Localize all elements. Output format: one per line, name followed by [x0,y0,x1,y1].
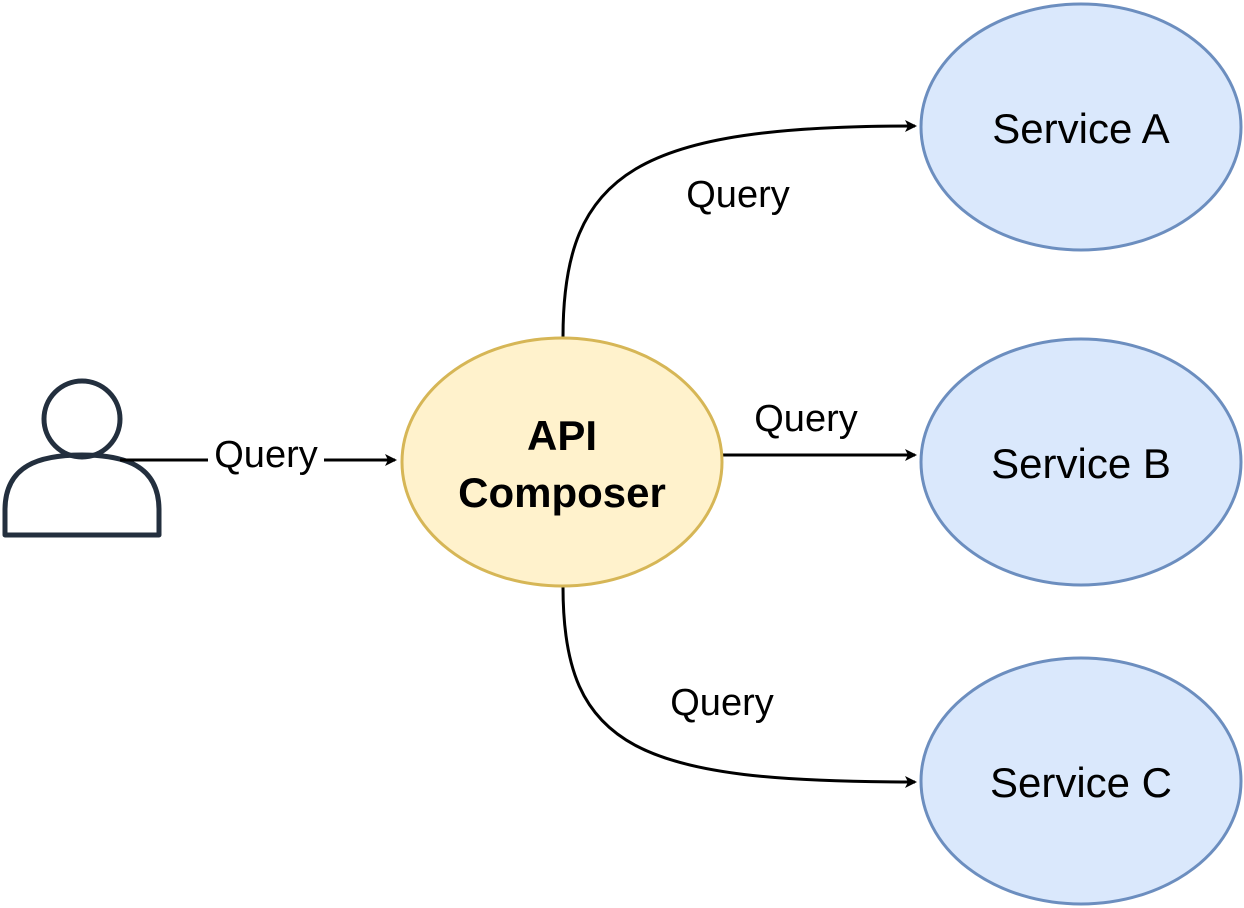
service-c-node: Service C [919,656,1243,906]
edge-label-user-composer: Query [214,434,317,476]
edge-composer-to-service-b: Query [722,398,917,461]
service-b-node: Service B [919,337,1243,587]
edge-composer-to-service-a: Query [561,120,917,338]
api-composer-label-line1: API [527,412,597,459]
api-composer-node: API Composer [400,336,724,588]
api-composer-label-line2: Composer [458,469,666,516]
edge-label-service-b: Query [754,398,857,440]
edge-label-service-c: Query [670,682,773,724]
service-a-node: Service A [919,2,1243,252]
service-c-label: Service C [990,759,1172,806]
user-icon [2,378,162,538]
edge-composer-to-service-c: Query [561,586,917,788]
service-b-label: Service B [991,440,1171,487]
edge-user-to-composer: Query [120,432,397,476]
edge-label-service-a: Query [686,174,789,216]
service-a-label: Service A [992,105,1169,152]
